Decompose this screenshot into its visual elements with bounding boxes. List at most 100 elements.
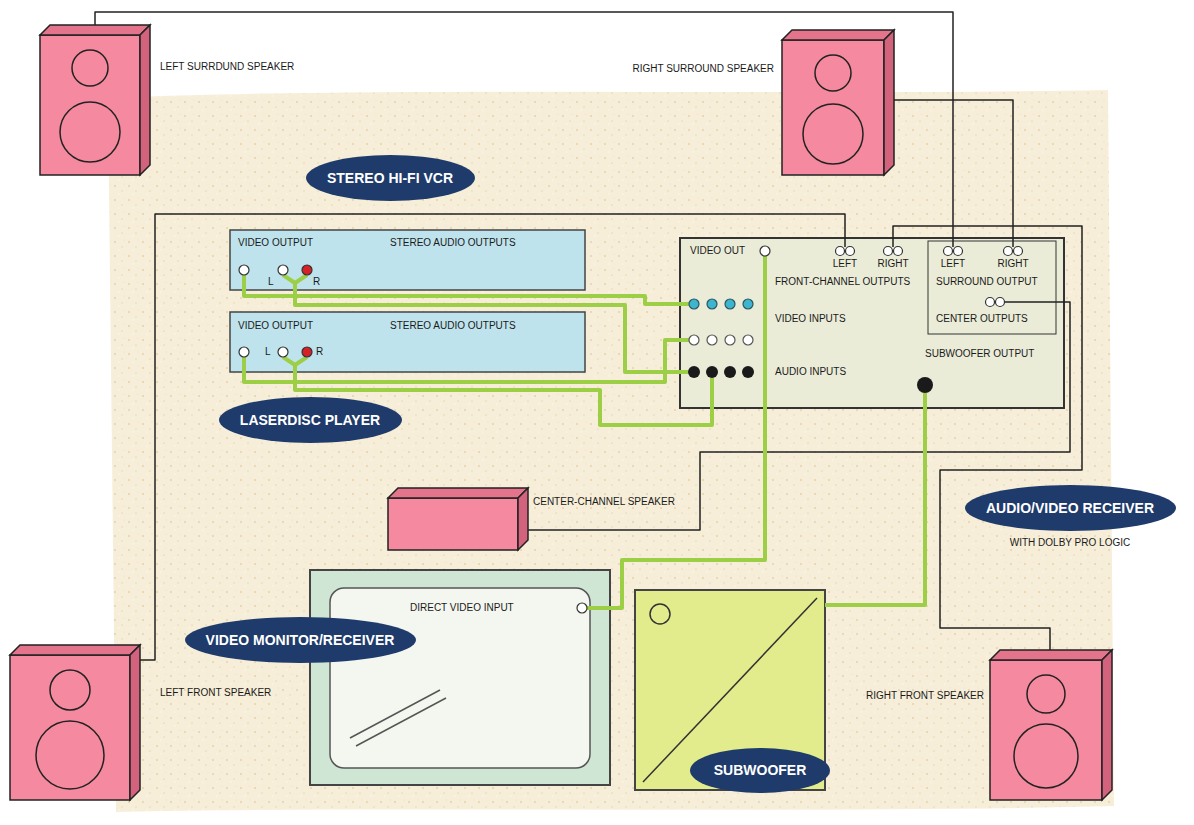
- speaker-drawing: [130, 645, 140, 800]
- receiver-panel: [688, 366, 700, 378]
- laserdisc-panel: [242, 357, 246, 372]
- laserdisc-panel: [302, 347, 312, 357]
- speaker-box: RIGHT FRONT SPEAKER: [990, 650, 1112, 800]
- speaker-drawing: [36, 721, 104, 789]
- speaker-drawing: [40, 25, 150, 35]
- jack-label: VIDEO OUTPUT: [238, 237, 313, 249]
- speaker-label: LEFT SURRDUND SPEAKER: [160, 61, 294, 73]
- laserdisc-panel: [230, 312, 585, 372]
- vcr-panel: [242, 275, 246, 290]
- jack-label: STEREO AUDIO OUTPUTS: [390, 237, 516, 249]
- device-title: VIDEO MONITOR/RECEIVER: [206, 632, 395, 649]
- laserdisc-panel: [278, 347, 288, 357]
- backdrop: [108, 90, 1114, 812]
- device-title: AUDIO/VIDEO RECEIVER: [986, 500, 1154, 517]
- receiver-panel: [954, 247, 963, 256]
- receiver-panel: [1004, 247, 1013, 256]
- signal-cable: [244, 340, 680, 382]
- receiver-panel: [680, 370, 688, 374]
- speaker-drawing: [10, 655, 130, 800]
- receiver-panel: [710, 378, 714, 408]
- jack-label: L: [265, 346, 271, 358]
- backdrop: [108, 90, 1114, 812]
- ellipse-shape: [219, 397, 402, 443]
- speaker-label: RIGHT SURROUND SPEAKER: [632, 63, 774, 75]
- receiver-panel: [706, 366, 718, 378]
- speaker-drawing: [10, 645, 140, 800]
- receiver-panel: [743, 335, 753, 345]
- jack-label: CENTER OUTPUTS: [936, 313, 1028, 325]
- vcr-panel: [230, 230, 585, 290]
- speaker-wire: [95, 12, 953, 238]
- receiver-panel: VIDEO OUTLEFTRIGHTLEFTRIGHTFRONT-CHANNEL…: [680, 238, 1064, 408]
- speaker-drawing: [782, 30, 894, 175]
- receiver-panel: [689, 335, 753, 345]
- receiver-panel: [725, 299, 735, 309]
- device-ellipse: STEREO HI-FI VCR: [305, 154, 476, 202]
- receiver-panel: [725, 335, 735, 345]
- speaker-drawing: [40, 35, 140, 175]
- jack-label: FRONT-CHANNEL OUTPUTS: [775, 276, 910, 288]
- signal-cable: [825, 408, 925, 605]
- vcr-panel: [302, 265, 312, 275]
- receiver-panel: [845, 238, 1064, 302]
- speaker-wire: [894, 100, 1013, 238]
- device-ellipse: LASERDISC PLAYER: [218, 396, 403, 444]
- device-title: LASERDISC PLAYER: [240, 412, 380, 429]
- monitor-drawing: [350, 690, 440, 738]
- receiver-panel: [689, 299, 753, 309]
- monitor-drawing: [310, 570, 610, 785]
- speaker-drawing: [72, 50, 108, 86]
- speaker-label: LEFT FRONT SPEAKER: [160, 687, 271, 699]
- speaker-drawing: [803, 104, 863, 164]
- center-speaker-drawing: [518, 488, 528, 550]
- receiver-panel: [680, 302, 689, 306]
- speaker-label: CENTER-CHANNEL SPEAKER: [533, 496, 675, 508]
- receiver-panel: [1012, 238, 1014, 247]
- speaker-drawing: [60, 102, 120, 162]
- receiver-panel: [917, 377, 933, 393]
- receiver-panel: [724, 366, 736, 378]
- receiver-panel: [1014, 247, 1023, 256]
- speaker-drawing: [990, 650, 1112, 660]
- monitor-drawing: [330, 588, 590, 768]
- receiver-panel: [680, 338, 689, 342]
- device-title: STEREO HI-FI VCR: [327, 170, 453, 187]
- vcr-panel: [278, 265, 288, 275]
- jack-label: R: [316, 346, 323, 358]
- speaker-drawing: [884, 30, 894, 175]
- vcr-panel: [293, 283, 297, 290]
- speaker-drawing: [815, 55, 851, 91]
- monitor-drawing: [310, 570, 610, 785]
- receiver-panel: [742, 366, 754, 378]
- jack-label: RIGHT: [997, 258, 1028, 270]
- receiver-panel: [846, 247, 855, 256]
- vcr-panel: [239, 265, 249, 275]
- jack-label: AUDIO INPUTS: [775, 366, 846, 378]
- signal-cable: [244, 290, 680, 304]
- receiver-panel: [952, 238, 954, 247]
- receiver-panel: [923, 393, 927, 408]
- vcr-panel: [230, 230, 585, 290]
- source-panel: VIDEO OUTPUTSTEREO AUDIO OUTPUTSLR: [230, 312, 585, 372]
- receiver-panel: [680, 238, 1064, 408]
- speaker-box: RIGHT SURROUND SPEAKER: [782, 30, 894, 175]
- vcr-panel: [283, 275, 307, 283]
- jack-label: VIDEO OUTPUT: [238, 320, 313, 332]
- subwoofer-box: SUBWOOFER: [635, 590, 825, 790]
- receiver-panel: [894, 247, 903, 256]
- signal-cable: [295, 290, 680, 372]
- monitor-drawing: [587, 606, 610, 610]
- center-speaker-drawing: [388, 488, 528, 550]
- receiver-panel: [688, 366, 933, 393]
- speaker-drawing: [782, 30, 894, 40]
- ellipse-shape: [306, 155, 475, 201]
- signal-cable: [610, 408, 765, 608]
- receiver-panel: [689, 299, 699, 309]
- laserdisc-panel: [230, 312, 585, 372]
- receiver-panel: [996, 298, 1005, 307]
- jack-label: DIRECT VIDEO INPUT: [410, 602, 514, 614]
